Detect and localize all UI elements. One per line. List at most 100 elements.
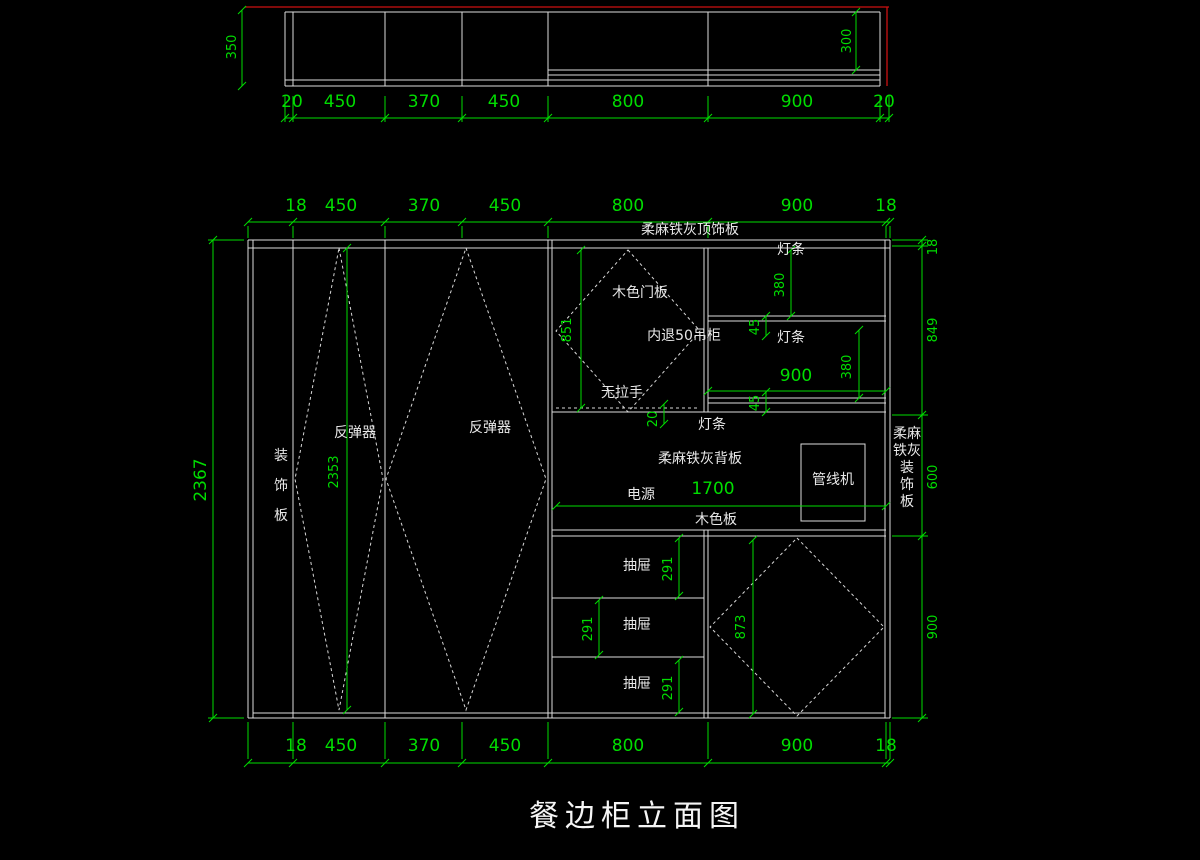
elev-bottom-dim: 18	[285, 736, 307, 756]
label-top-board: 柔麻铁灰顶饰板	[641, 222, 739, 238]
label-drawer: 抽屉	[623, 617, 651, 633]
dim-tick	[674, 707, 684, 717]
label-decor-panel-char: 板	[274, 508, 288, 524]
label-lamp-strip: 灯条	[777, 241, 805, 258]
dim-tick	[851, 7, 861, 17]
dim-tick	[543, 217, 553, 227]
dim-tick	[761, 407, 771, 417]
dim-tick	[786, 245, 796, 255]
elev-top-dim: 18	[875, 196, 897, 216]
dim-45: 45	[748, 319, 763, 336]
drawing-boundary-lines	[245, 6, 889, 86]
elev-top-dim: 800	[612, 196, 644, 216]
dim-380: 380	[840, 355, 855, 380]
dim-291: 291	[661, 676, 676, 701]
label-power: 电源	[627, 487, 655, 503]
elev-top-dim: 900	[781, 196, 813, 216]
dim-tick	[748, 709, 758, 719]
elev-top-dim: 450	[489, 196, 521, 216]
dim-tick	[551, 501, 561, 511]
door-height-dim: 2353	[327, 455, 342, 488]
dim-tick	[703, 217, 713, 227]
elev-bottom-dim: 450	[489, 736, 521, 756]
dim-380: 380	[773, 273, 788, 298]
label-pipe-machine: 管线机	[812, 472, 854, 488]
elev-top-dim: 370	[408, 196, 440, 216]
dim-tick	[703, 386, 713, 396]
dim-tick	[917, 531, 927, 541]
dim-tick	[703, 113, 713, 123]
door-swing-outline	[709, 537, 885, 717]
dim-tick	[208, 713, 218, 723]
dim-tick	[854, 325, 864, 335]
plan-dim: 20	[873, 92, 895, 112]
dim-tick	[917, 235, 927, 245]
dim-tick	[594, 595, 604, 605]
label-lamp-strip: 灯条	[698, 416, 726, 433]
dim-tick	[917, 713, 927, 723]
label-drawer: 抽屉	[623, 558, 651, 574]
dim-tick	[288, 113, 298, 123]
dim-851: 851	[560, 318, 575, 343]
dim-291: 291	[581, 617, 596, 642]
dim-tick	[380, 113, 390, 123]
dim-20: 20	[646, 411, 661, 428]
label-decor-panel-char: 装	[274, 448, 288, 464]
elev-bottom-dim: 900	[781, 736, 813, 756]
dim-tick	[875, 113, 885, 123]
dim-tick	[881, 217, 891, 227]
dim-tick	[917, 241, 927, 251]
dim-tick	[659, 419, 669, 429]
plan-dim: 370	[408, 92, 440, 112]
plan-dim: 900	[781, 92, 813, 112]
cabinet-outline-lines	[247, 11, 891, 719]
dim-tick	[761, 311, 771, 321]
label-decor-panel-char: 饰	[274, 478, 288, 494]
dim-tick	[576, 403, 586, 413]
label-right-decor-char: 板	[900, 494, 914, 510]
door-swing-outline	[385, 246, 547, 712]
dim-tick	[885, 758, 895, 768]
label-right-decor-char: 装	[900, 460, 914, 476]
dim-tick	[543, 113, 553, 123]
dim-tick	[748, 535, 758, 545]
dim-tick	[703, 758, 713, 768]
door-swing-lines	[294, 246, 885, 717]
label-drawer: 抽屉	[623, 676, 651, 692]
elev-right-dim: 849	[926, 318, 941, 343]
label-wood-board: 木色板	[695, 511, 737, 528]
dim-tick	[243, 217, 253, 227]
dimension-lines	[208, 10, 928, 764]
dim-tick	[288, 217, 298, 227]
plan-dim: 450	[488, 92, 520, 112]
label-right-decor-char: 柔麻	[893, 426, 921, 442]
total-height-dim: 2367	[191, 458, 211, 501]
label-inset-cabinet: 内退50吊柜	[647, 328, 721, 344]
dim-45: 45	[748, 395, 763, 412]
label-rebounder: 反弹器	[469, 420, 511, 436]
dim-tick	[854, 393, 864, 403]
elev-top-dim: 18	[285, 196, 307, 216]
elev-right-dim: 900	[926, 615, 941, 640]
dim-tick	[243, 758, 253, 768]
dim-tick	[457, 113, 467, 123]
plan-depth-dim: 350	[225, 35, 240, 60]
plan-dim: 20	[281, 92, 303, 112]
drawing-title: 餐边柜立面图	[529, 799, 745, 834]
label-lamp-strip: 灯条	[777, 329, 805, 346]
dim-tick	[659, 399, 669, 409]
label-right-decor-char: 饰	[900, 477, 914, 493]
dim-tick	[881, 758, 891, 768]
dim-tick	[342, 705, 352, 715]
pipe-machine-box	[800, 443, 866, 522]
elev-right-dim: 18	[926, 239, 941, 256]
dim-tick	[288, 758, 298, 768]
dim-291: 291	[661, 557, 676, 582]
dim-1700: 1700	[691, 479, 734, 499]
dim-tick	[380, 217, 390, 227]
dim-tick	[674, 591, 684, 601]
door-swing-outline	[294, 247, 384, 711]
dim-tick	[851, 65, 861, 75]
